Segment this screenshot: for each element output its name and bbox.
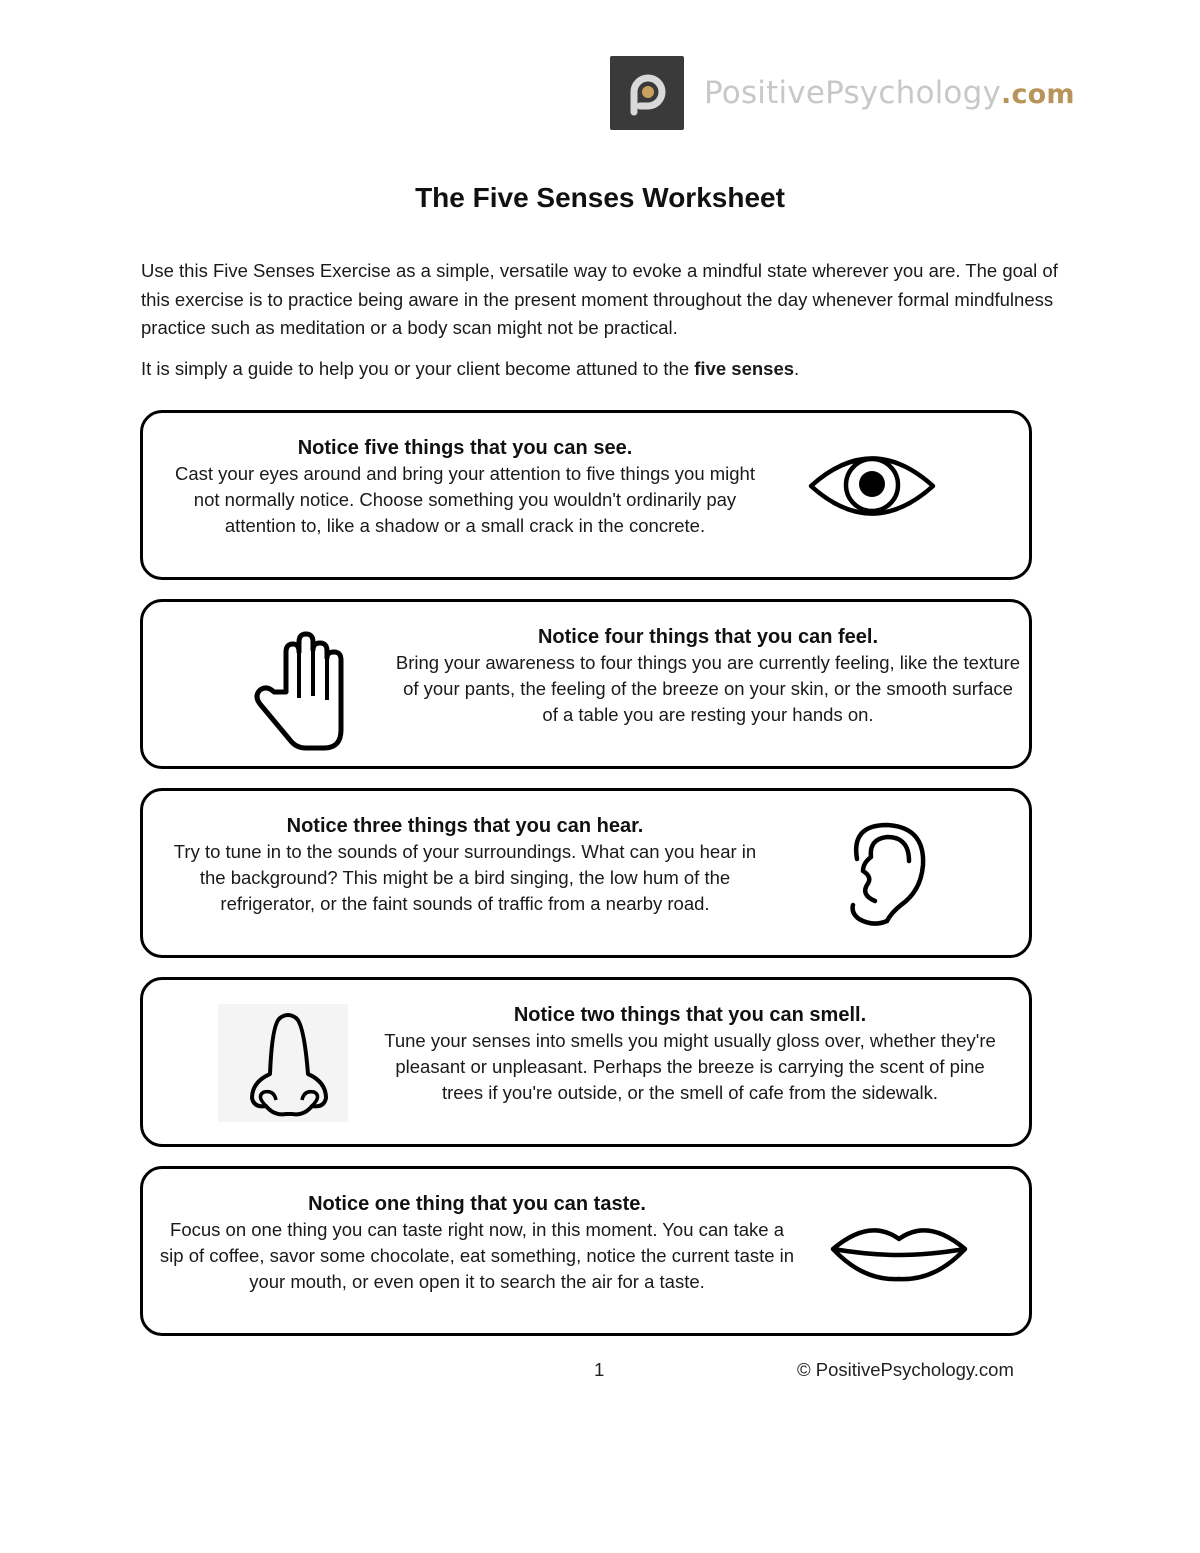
sense-heading: Notice five things that you can see. [297,437,633,459]
eye-icon [807,451,937,526]
sense-description: Try to tune in to the sounds of your sur… [173,841,757,914]
intro-section: Use this Five Senses Exercise as a simpl… [141,257,1071,383]
sense-heading: Notice four things that you can feel. [537,626,879,648]
sense-text: Notice five things that you can see. Cas… [165,435,765,539]
lips-icon [829,1223,969,1288]
page-number: 1 [594,1359,605,1380]
brand-wordmark: PositivePsychology.com [704,75,1075,111]
brand-tld: .com [1001,79,1075,110]
sense-heading: Notice two things that you can smell. [513,1004,867,1026]
sense-description: Tune your senses into smells you might u… [384,1030,996,1103]
sense-text: Notice three things that you can hear. T… [165,813,765,917]
sense-box-feel: Notice four things that you can feel. Br… [140,599,1032,769]
page-title: The Five Senses Worksheet [415,182,785,213]
sense-heading: Notice one thing that you can taste. [308,1193,646,1215]
intro-paragraph-guide: It is simply a guide to help you or your… [141,355,1071,384]
sense-text: Notice two things that you can smell. Tu… [375,1002,1005,1106]
hand-icon [248,630,358,760]
intro-emphasis: five senses [694,357,795,379]
sense-description: Cast your eyes around and bring your att… [174,463,755,536]
brand-name: PositivePsychology [704,75,1002,111]
sense-box-taste: Notice one thing that you can taste. Foc… [140,1166,1032,1336]
sense-description: Focus on one thing you can taste right n… [159,1219,795,1292]
sense-text: Notice four things that you can feel. Br… [393,624,1023,728]
intro-text-end: . [794,357,800,379]
brand-logo: PositivePsychology.com [610,56,1075,130]
sense-heading: Notice three things that you can hear. [286,815,644,837]
sense-box-hear: Notice three things that you can hear. T… [140,788,1032,958]
sense-text: Notice one thing that you can taste. Foc… [157,1191,797,1295]
positive-psychology-p-icon [610,56,684,130]
intro-text: It is simply a guide to help you or your… [141,357,695,379]
sense-description: Bring your awareness to four things you … [395,652,1021,725]
sense-box-see: Notice five things that you can see. Cas… [140,410,1032,580]
sense-box-smell: Notice two things that you can smell. Tu… [140,977,1032,1147]
ear-icon [843,819,933,934]
intro-paragraph: Use this Five Senses Exercise as a simpl… [141,260,1058,338]
copyright-notice: © PositivePsychology.com [797,1359,1014,1380]
nose-icon [218,1004,348,1122]
